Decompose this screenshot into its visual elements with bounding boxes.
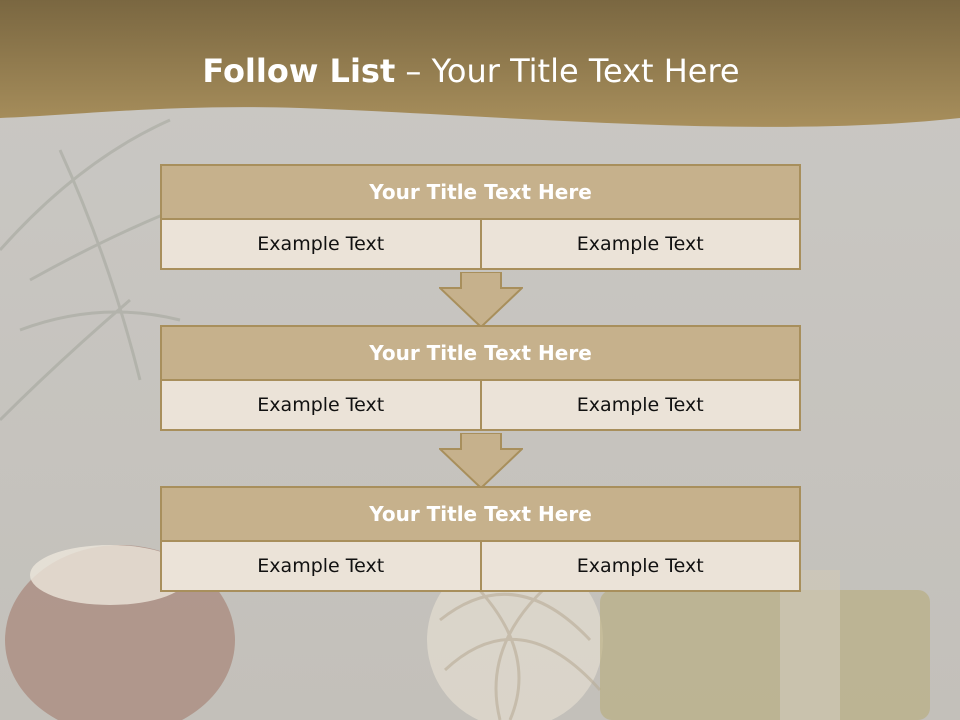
step-row: Example Text Example Text (160, 220, 801, 270)
step-cell-right: Example Text (481, 542, 801, 592)
step-title: Your Title Text Here (160, 164, 801, 220)
step-row: Example Text Example Text (160, 542, 801, 592)
step-title: Your Title Text Here (160, 325, 801, 381)
step-row: Example Text Example Text (160, 381, 801, 431)
down-arrow-icon (439, 272, 523, 328)
step-cell-right: Example Text (481, 220, 801, 270)
step-cell-left: Example Text (160, 381, 482, 431)
page-title: Follow List – Your Title Text Here (0, 52, 942, 90)
title-bold: Follow List (202, 52, 396, 90)
step-block-1: Your Title Text Here Example Text Exampl… (160, 164, 801, 270)
step-cell-right: Example Text (481, 381, 801, 431)
step-cell-left: Example Text (160, 542, 482, 592)
step-cell-left: Example Text (160, 220, 482, 270)
step-block-2: Your Title Text Here Example Text Exampl… (160, 325, 801, 431)
step-title: Your Title Text Here (160, 486, 801, 542)
down-arrow-icon (439, 433, 523, 489)
step-block-3: Your Title Text Here Example Text Exampl… (160, 486, 801, 592)
title-rest: – Your Title Text Here (395, 52, 740, 90)
